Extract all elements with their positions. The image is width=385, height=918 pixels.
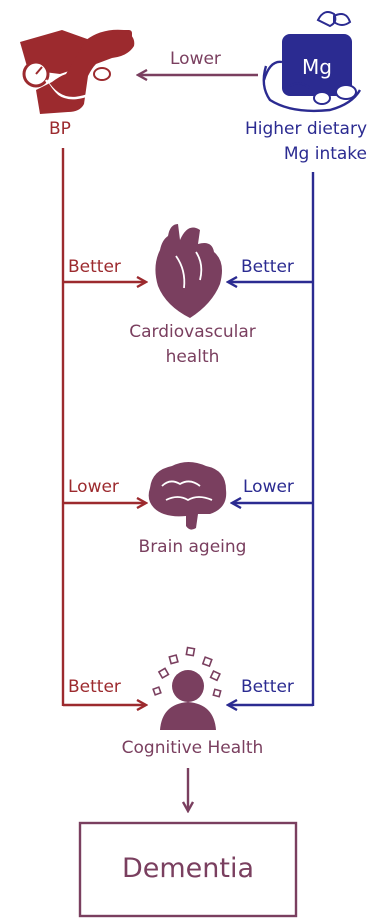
edge-label-mg-to-cognitive: Better (241, 678, 294, 698)
brain-label: Brain ageing (0, 538, 385, 558)
cardio-label-line2: health (0, 348, 385, 368)
cognitive-label: Cognitive Health (0, 739, 385, 759)
edge-label-mg-to-bp: Lower (170, 50, 221, 70)
edge-label-bp-to-cognitive: Better (68, 678, 121, 698)
mg-icon-text: Mg (302, 55, 332, 79)
person-head-icon (153, 648, 221, 730)
cardio-label-line1: Cardiovascular (0, 323, 385, 343)
heart-icon (155, 224, 222, 318)
mg-label-line1: Higher dietary (245, 120, 367, 140)
edge-label-mg-to-brain: Lower (243, 478, 294, 498)
brain-icon (149, 462, 227, 530)
mg-label-line2: Mg intake (284, 145, 367, 165)
edge-label-bp-to-brain: Lower (68, 478, 119, 498)
edge-label-bp-to-cardio: Better (68, 258, 121, 278)
dementia-label: Dementia (80, 853, 296, 884)
blood-pressure-cuff-icon (20, 30, 134, 114)
bp-label: BP (49, 120, 71, 140)
edge-label-mg-to-cardio: Better (241, 258, 294, 278)
